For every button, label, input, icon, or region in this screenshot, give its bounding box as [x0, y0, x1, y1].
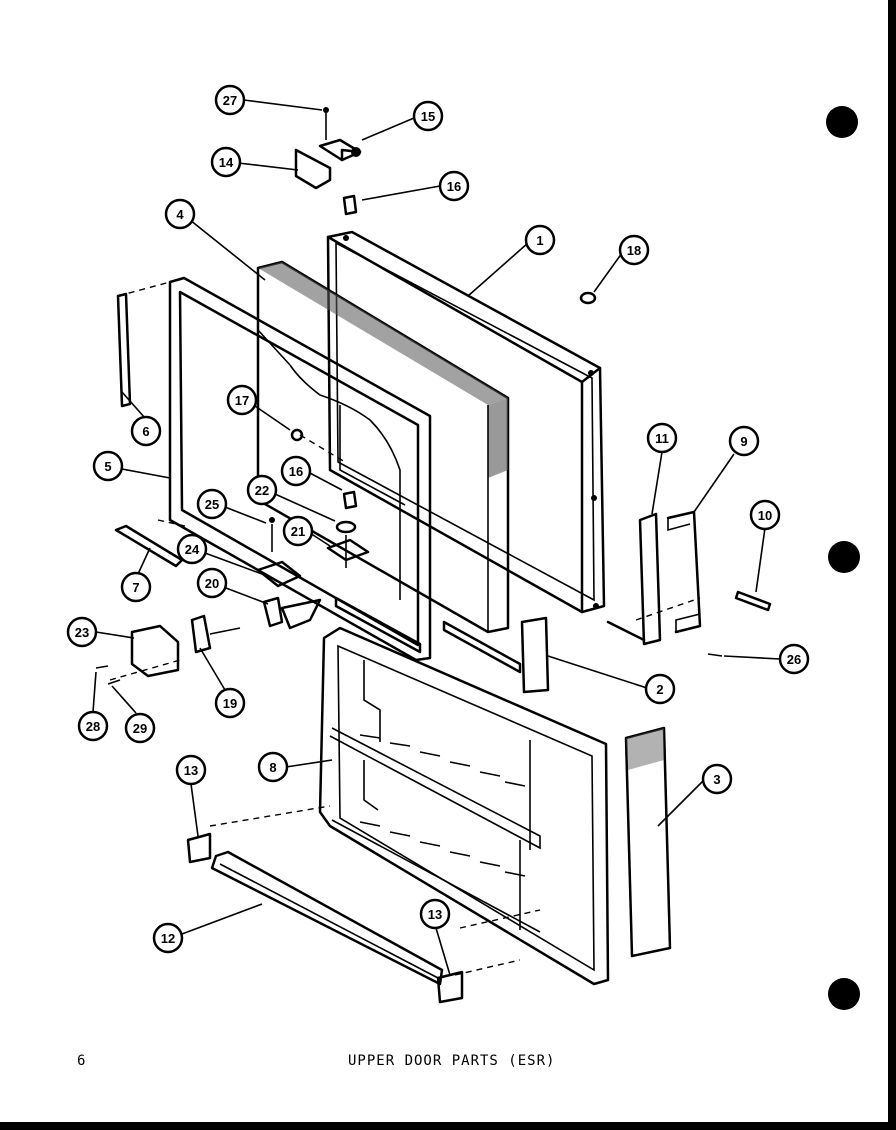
callout-1: 1	[524, 224, 556, 256]
callout-label: 15	[421, 109, 435, 124]
callout-label: 28	[86, 719, 100, 734]
binder-hole-top	[826, 106, 858, 138]
callout-6: 6	[130, 415, 162, 447]
callout-18: 18	[618, 234, 650, 266]
callout-11: 11	[646, 422, 678, 454]
callout-25: 25	[196, 488, 228, 520]
outer-door-panel	[326, 230, 606, 614]
callout-label: 27	[223, 93, 237, 108]
page-title: UPPER DOOR PARTS (ESR)	[348, 1053, 556, 1069]
page-number: 6	[77, 1053, 86, 1069]
guide-line	[635, 597, 701, 621]
callout-label: 10	[758, 508, 772, 523]
inner-door-liner	[318, 626, 610, 986]
callout-12: 12	[152, 922, 184, 954]
callout-label: 9	[740, 434, 747, 449]
top-hinge-assembly	[294, 107, 362, 216]
bottom-trim-strip	[114, 524, 184, 568]
callout-5: 5	[92, 450, 124, 482]
binder-hole-bottom	[828, 978, 860, 1010]
liner-rail	[334, 596, 422, 654]
callout-4: 4	[164, 198, 196, 230]
leader-lines	[92, 99, 781, 976]
callout-label: 2	[656, 682, 663, 697]
callout-label: 1	[536, 233, 543, 248]
callout-3: 3	[701, 763, 733, 795]
callout-label: 4	[176, 207, 184, 222]
callout-22: 22	[246, 474, 278, 506]
callout-23: 23	[66, 616, 98, 648]
callout-label: 12	[161, 931, 175, 946]
side-panel	[624, 726, 672, 958]
callout-14: 14	[210, 146, 242, 178]
callout-label: 14	[219, 155, 234, 170]
callout-label: 3	[713, 772, 720, 787]
callout-16-mid: 16	[280, 455, 312, 487]
callout-label: 16	[447, 179, 461, 194]
callout-label: 26	[787, 652, 801, 667]
guide-line	[459, 909, 541, 929]
callout-label: 8	[269, 760, 276, 775]
callout-13-right: 13	[419, 898, 451, 930]
callout-label: 18	[627, 243, 641, 258]
guide-line	[454, 959, 521, 976]
callout-label: 29	[133, 721, 147, 736]
callout-20: 20	[196, 567, 228, 599]
callout-28: 28	[77, 710, 109, 742]
callout-label: 23	[75, 625, 89, 640]
plug	[290, 428, 304, 442]
liner-rail	[442, 620, 522, 674]
callout-label: 20	[205, 576, 219, 591]
callout-label: 24	[185, 542, 200, 557]
screw-cap	[579, 291, 597, 305]
side-brackets	[606, 510, 772, 657]
callout-10: 10	[749, 499, 781, 531]
callout-label: 21	[291, 524, 305, 539]
binder-hole-middle	[828, 541, 860, 573]
callout-15: 15	[412, 100, 444, 132]
callout-label: 17	[235, 393, 249, 408]
guide-line	[117, 281, 171, 297]
callout-label: 6	[142, 424, 149, 439]
callout-label: 22	[255, 483, 269, 498]
callout-19: 19	[214, 687, 246, 719]
callout-17: 17	[226, 384, 258, 416]
callout-7: 7	[120, 571, 152, 603]
callout-21: 21	[282, 515, 314, 547]
guide-line	[209, 805, 331, 827]
callout-label: 25	[205, 497, 219, 512]
guide-line	[157, 519, 186, 527]
callout-label: 7	[132, 580, 139, 595]
callout-label: 5	[104, 459, 111, 474]
door-gasket-frame	[168, 276, 432, 662]
callout-label: 16	[289, 464, 303, 479]
page-edge	[0, 1122, 896, 1130]
callout-8: 8	[257, 751, 289, 783]
guide-line	[109, 659, 181, 681]
page-edge	[888, 0, 896, 1130]
callout-label: 11	[655, 431, 669, 446]
trim-strip	[116, 292, 132, 408]
bottom-hinge-assembly	[95, 490, 370, 685]
callout-2: 2	[644, 673, 676, 705]
callout-26: 26	[778, 643, 810, 675]
callout-16-top: 16	[438, 170, 470, 202]
callout-24: 24	[176, 533, 208, 565]
callout-29: 29	[124, 712, 156, 744]
callout-27: 27	[214, 84, 246, 116]
callout-label: 19	[223, 696, 237, 711]
corner-block	[520, 616, 550, 694]
callout-13-left: 13	[175, 754, 207, 786]
bottom-rail	[186, 832, 464, 1004]
guide-line	[299, 434, 346, 463]
callout-label: 13	[428, 907, 442, 922]
callout-9: 9	[728, 425, 760, 457]
callout-label: 13	[184, 763, 198, 778]
